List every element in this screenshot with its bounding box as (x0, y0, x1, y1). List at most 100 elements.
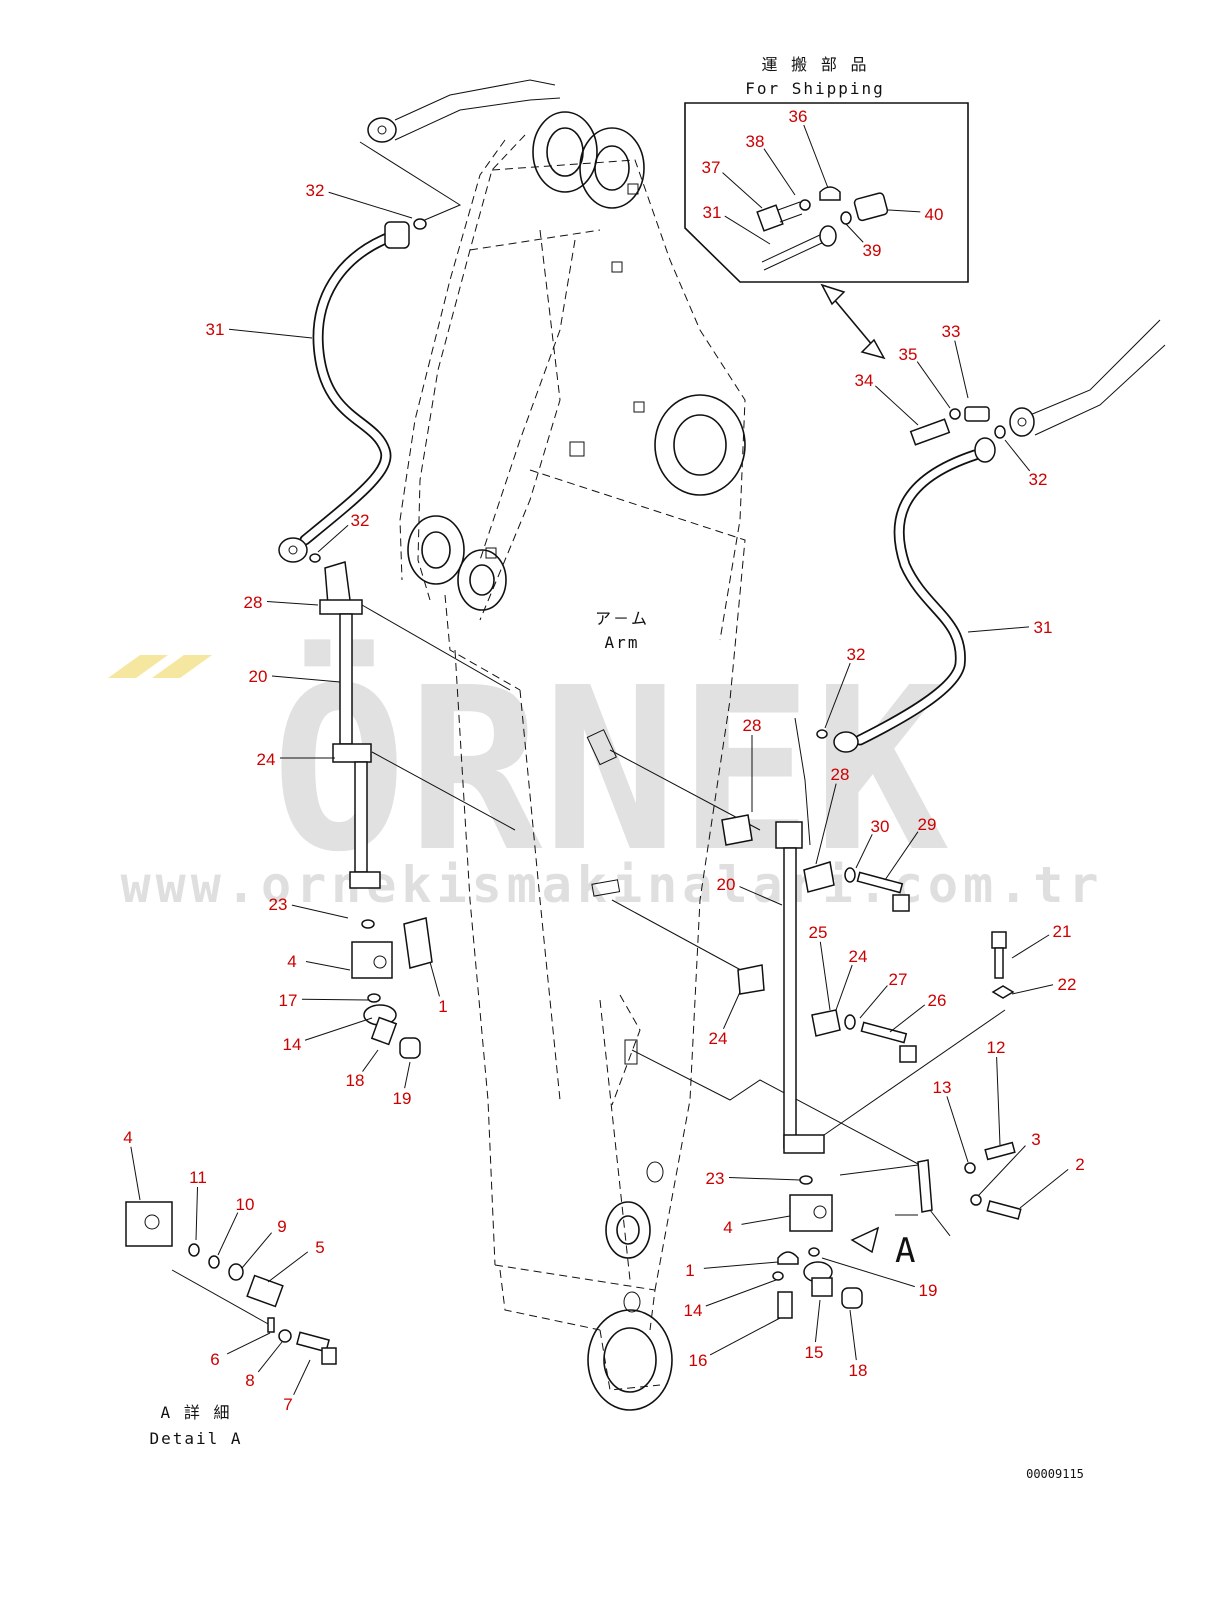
callout-number: 28 (244, 593, 263, 612)
callout-number: 37 (702, 158, 721, 177)
callout-number: 2 (1075, 1155, 1084, 1174)
callout-leader (930, 1210, 950, 1236)
callout-number: 39 (863, 241, 882, 260)
callout-leader (997, 1057, 1000, 1145)
shipping-title-jp: 運 搬 部 品 (762, 55, 869, 74)
callout-number: 28 (743, 716, 762, 735)
callout-leader (875, 386, 918, 425)
arm-label-jp: ア－ム (595, 609, 649, 628)
callout-number: 19 (919, 1281, 938, 1300)
callout-leader (888, 210, 920, 212)
callout-number: 32 (306, 181, 325, 200)
callout-number: 14 (283, 1035, 302, 1054)
callout-leader (804, 125, 828, 188)
callout-leader (430, 962, 439, 996)
callout-number: 31 (703, 203, 722, 222)
callout-number: 33 (942, 322, 961, 341)
callout-leader (820, 942, 830, 1010)
detail-title-en: Detail A (149, 1429, 242, 1448)
callout-number: 19 (393, 1089, 412, 1108)
detail-a: A 詳 細 Detail A (126, 1202, 336, 1448)
callout-number: 31 (206, 320, 225, 339)
callout-leader (723, 992, 740, 1029)
callout-number: 8 (245, 1371, 254, 1390)
callout-number: 32 (1029, 470, 1048, 489)
callout-leader (258, 1342, 282, 1372)
callout-leader (710, 1318, 780, 1355)
callout-number: 5 (315, 1238, 324, 1257)
callout-leader (704, 1262, 778, 1268)
callout-leader (218, 1213, 238, 1255)
callout-number: 9 (277, 1217, 286, 1236)
callout-number: 1 (438, 997, 447, 1016)
upper-pipe (360, 80, 560, 222)
callout-number: 32 (847, 645, 866, 664)
callout-number: 3 (1031, 1130, 1040, 1149)
callout-number: 20 (717, 875, 736, 894)
callout-number: 23 (706, 1169, 725, 1188)
callout-leader (268, 1252, 308, 1282)
callout-leader (363, 1050, 378, 1072)
callout-number: 13 (933, 1078, 952, 1097)
callout-number: 23 (269, 895, 288, 914)
callout-leader (329, 192, 412, 218)
callout-leader (723, 173, 762, 208)
callout-number: 7 (283, 1395, 292, 1414)
callout-leader (764, 149, 795, 195)
callout-leader (815, 1300, 820, 1342)
callout-number: 27 (889, 970, 908, 989)
callout-number: 30 (871, 817, 890, 836)
callout-number: 18 (346, 1071, 365, 1090)
callout-number: 11 (189, 1168, 207, 1187)
callout-leader (1012, 985, 1053, 994)
callout-number: 12 (987, 1038, 1006, 1057)
callout-leader (302, 999, 368, 1000)
callout-number: 34 (855, 371, 874, 390)
callout-number: 17 (279, 991, 298, 1010)
callout-leader (1005, 440, 1030, 471)
callout-number: 6 (210, 1350, 219, 1369)
callout-leader (947, 1096, 968, 1162)
callout-number: 4 (123, 1128, 132, 1147)
callout-leader (955, 341, 968, 398)
callout-number: 24 (709, 1029, 728, 1048)
callout-number: 18 (849, 1361, 868, 1380)
callout-leader (229, 329, 312, 338)
callout-number: 24 (849, 947, 868, 966)
callout-leader (306, 962, 350, 970)
callout-number: 16 (689, 1351, 708, 1370)
callout-number: 38 (746, 132, 765, 151)
callout-leader (917, 362, 950, 408)
callout-number: 40 (925, 205, 944, 224)
callout-number: 36 (789, 107, 808, 126)
callout-leader (860, 986, 887, 1018)
callout-number: 24 (257, 750, 276, 769)
callout-leader (267, 602, 318, 605)
callout-leader (742, 1216, 790, 1224)
callout-leader (1012, 935, 1049, 958)
callout-leader (890, 1005, 925, 1032)
callout-leader (294, 1360, 310, 1395)
callout-leader (729, 1178, 800, 1180)
callout-leader (242, 1233, 272, 1268)
callout-number: 20 (249, 667, 268, 686)
callout-leader (405, 1062, 410, 1088)
callout-number: 14 (684, 1301, 703, 1320)
callout-leader (305, 1018, 372, 1040)
callout-number: 29 (918, 815, 937, 834)
callout-leader (131, 1147, 140, 1200)
callout-number: 35 (899, 345, 918, 364)
callout-leader (196, 1187, 198, 1240)
callout-number: 1 (685, 1261, 694, 1280)
callout-number: 26 (928, 991, 947, 1010)
callout-number: 28 (831, 765, 850, 784)
shipping-title-en: For Shipping (745, 79, 885, 98)
callout-number: 4 (723, 1218, 732, 1237)
callout-number: 4 (287, 952, 296, 971)
callout-number: 15 (805, 1343, 824, 1362)
callout-number: 32 (351, 511, 370, 530)
callout-leader (968, 627, 1029, 632)
callout-number: 31 (1034, 618, 1053, 637)
callout-number: 25 (809, 923, 828, 942)
